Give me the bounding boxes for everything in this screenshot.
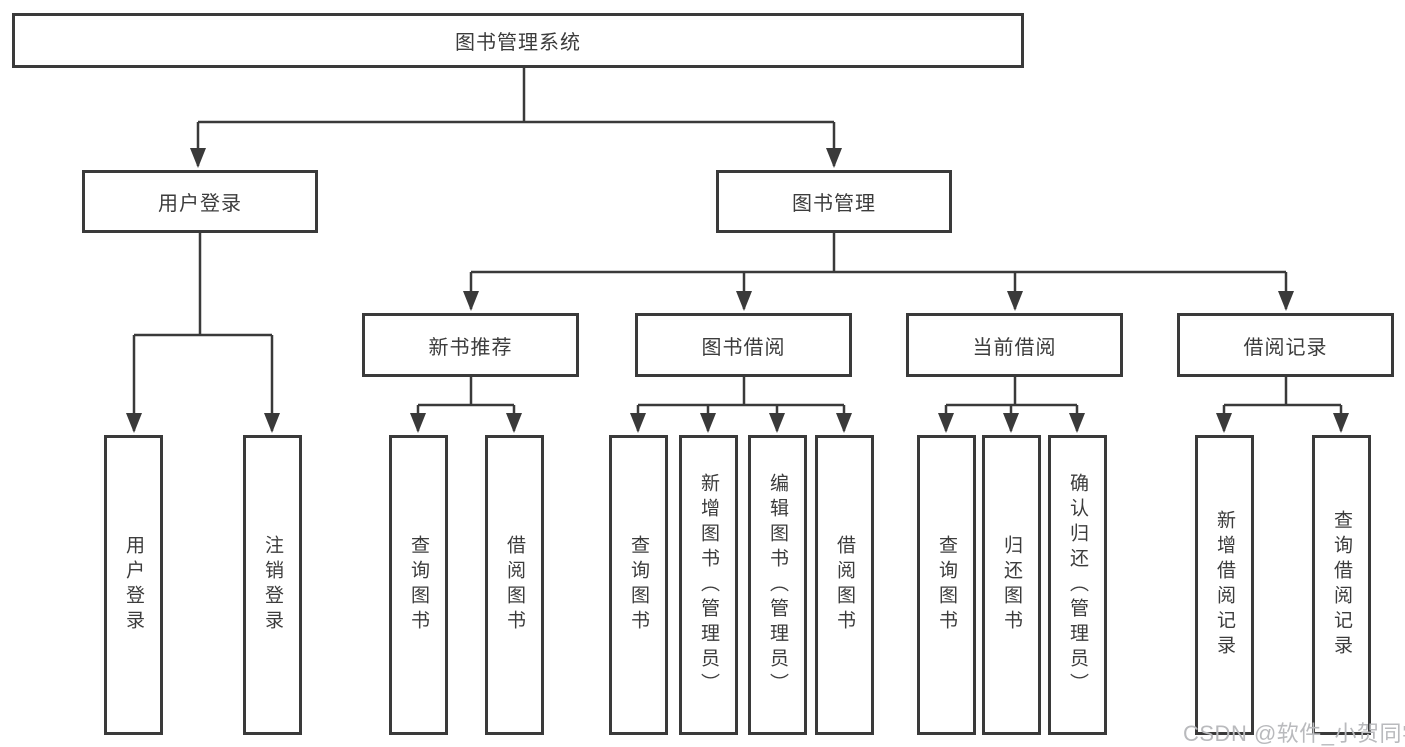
leaf-label: 查询图书 (628, 535, 649, 635)
leaf-label: 编辑图书（管理员） (767, 472, 788, 698)
leaf-label: 查询借阅记录 (1331, 510, 1352, 660)
csdn-watermark: CSDN @软件_小贺同学 (1183, 721, 1405, 746)
node-user-login: 用户登录 (82, 170, 318, 233)
leaf-label: 查询图书 (936, 535, 957, 635)
node-label: 借阅记录 (1243, 336, 1328, 359)
leaf-query-books-borrowing: 查询图书 (609, 435, 668, 735)
leaf-label: 新增借阅记录 (1214, 510, 1235, 660)
node-label: 新书推荐 (428, 336, 513, 359)
node-label: 用户登录 (158, 193, 242, 215)
node-borrowing-records: 借阅记录 (1177, 313, 1394, 377)
leaf-edit-books-admin: 编辑图书（管理员） (748, 435, 807, 735)
node-new-book-recommend: 新书推荐 (362, 313, 579, 377)
leaf-label: 注销登录 (262, 535, 283, 635)
node-label: 图书管理 (792, 193, 876, 215)
leaf-label: 新增图书（管理员） (698, 472, 719, 698)
leaf-label: 借阅图书 (834, 535, 855, 635)
leaf-label: 用户登录 (123, 535, 144, 635)
leaf-query-books-current: 查询图书 (917, 435, 976, 735)
leaf-label: 归还图书 (1001, 535, 1022, 635)
leaf-return-books: 归还图书 (982, 435, 1041, 735)
leaf-add-borrow-record: 新增借阅记录 (1195, 435, 1254, 735)
node-label: 图书借阅 (701, 336, 786, 359)
leaf-label: 借阅图书 (504, 535, 525, 635)
leaf-add-books-admin: 新增图书（管理员） (679, 435, 738, 735)
leaf-borrow-books: 借阅图书 (815, 435, 874, 735)
node-label: 图书管理系统 (455, 32, 581, 54)
leaf-logout: 注销登录 (243, 435, 302, 735)
leaf-query-books-recommend: 查询图书 (389, 435, 448, 735)
leaf-query-borrow-record: 查询借阅记录 (1312, 435, 1371, 735)
node-book-borrowing: 图书借阅 (635, 313, 852, 377)
node-label: 当前借阅 (972, 336, 1057, 359)
leaf-borrow-books-recommend: 借阅图书 (485, 435, 544, 735)
node-current-borrowing: 当前借阅 (906, 313, 1123, 377)
node-library-system: 图书管理系统 (12, 13, 1024, 68)
node-book-management: 图书管理 (716, 170, 952, 233)
leaf-label: 查询图书 (408, 535, 429, 635)
leaf-user-login: 用户登录 (104, 435, 163, 735)
leaf-confirm-return-admin: 确认归还（管理员） (1048, 435, 1107, 735)
leaf-label: 确认归还（管理员） (1067, 472, 1088, 698)
